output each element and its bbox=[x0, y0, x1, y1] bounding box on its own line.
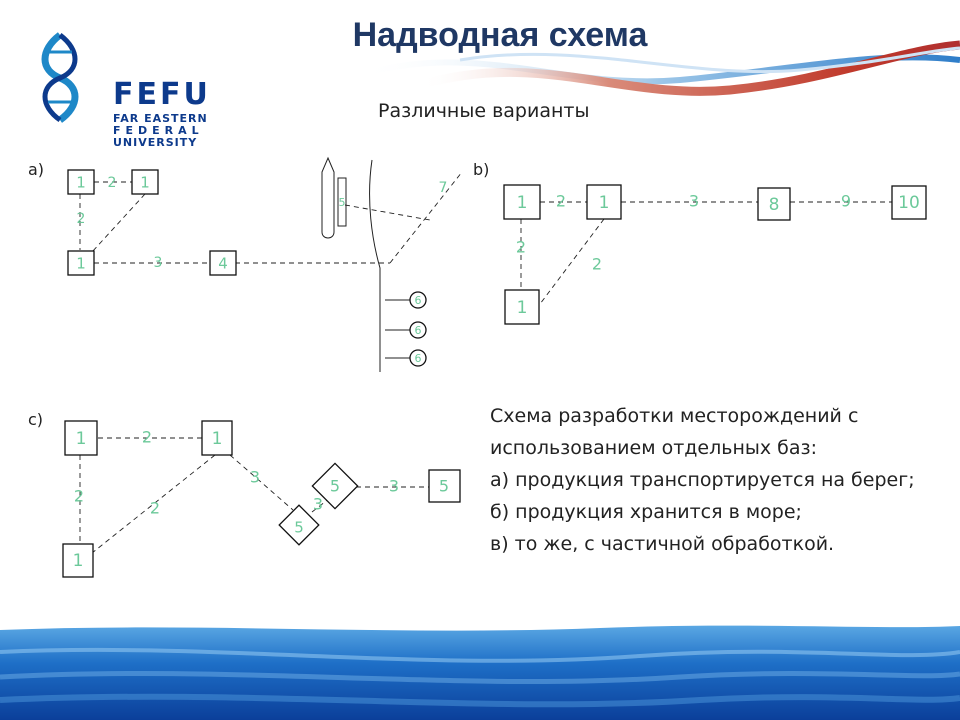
c-processing-2 bbox=[278, 504, 320, 546]
logo-emblem-icon bbox=[41, 32, 79, 123]
a-node-label: 5 bbox=[339, 196, 346, 209]
b-edge-label: 2 bbox=[592, 255, 602, 274]
a-edge-label: 2 bbox=[77, 211, 86, 227]
page-title: Надводная схема bbox=[352, 16, 648, 54]
c-edge-label: 2 bbox=[150, 499, 160, 518]
caption-line: использованием отдельных баз: bbox=[490, 437, 818, 459]
fefu-logo: FEFU FAR EASTERN FEDERAL UNIVERSITY bbox=[30, 30, 208, 149]
c-node-5 bbox=[428, 469, 461, 503]
c-edge-label: 3 bbox=[250, 468, 260, 487]
a-edge-label: 3 bbox=[154, 255, 163, 271]
a-storage-tank-2 bbox=[409, 321, 427, 339]
a-ship-icon bbox=[321, 156, 335, 239]
logo-name: FEFU bbox=[113, 77, 211, 112]
a-platform-3 bbox=[67, 250, 95, 276]
b-platform-1 bbox=[503, 184, 541, 220]
b-edge-label: 2 bbox=[516, 238, 526, 257]
header-wave-decoration bbox=[360, 40, 960, 96]
c-node-label: 1 bbox=[212, 429, 223, 449]
a-platform-1 bbox=[67, 169, 95, 195]
c-node-label: 5 bbox=[439, 477, 449, 496]
b-node-label: 1 bbox=[517, 298, 528, 318]
b-edge-label: 2 bbox=[556, 192, 566, 211]
b-node-label: 1 bbox=[599, 193, 610, 213]
caption-line: а) продукция транспортируется на берег; bbox=[490, 469, 915, 491]
a-node-4 bbox=[209, 250, 237, 276]
logo-line1: FAR EASTERN bbox=[113, 112, 208, 125]
diagram-b: 1 1 8 10 1 2 3 9 2 2 bbox=[503, 184, 927, 325]
a-edge-diagonal bbox=[91, 193, 146, 253]
b-platform-3 bbox=[504, 289, 540, 325]
logo-line3: UNIVERSITY bbox=[113, 136, 198, 149]
b-node-8 bbox=[757, 187, 791, 221]
b-node-label: 10 bbox=[898, 193, 920, 213]
a-node-label: 6 bbox=[415, 324, 422, 337]
a-edge-label: 7 bbox=[439, 180, 448, 196]
c-platform-2 bbox=[201, 420, 233, 456]
a-node-label: 6 bbox=[415, 294, 422, 307]
b-node-label: 1 bbox=[517, 193, 528, 213]
a-node-label: 1 bbox=[76, 255, 86, 273]
a-node-label: 1 bbox=[140, 174, 150, 192]
c-edge-label: 2 bbox=[74, 487, 84, 506]
diagram-c: 1 1 1 5 5 5 2 2 2 3 3 3 bbox=[62, 420, 461, 578]
footer-wave-band bbox=[0, 625, 960, 720]
b-node-label: 8 bbox=[769, 195, 780, 215]
a-edge-label: 2 bbox=[108, 175, 117, 191]
panel-b-label: b) bbox=[473, 160, 490, 179]
a-edge-5-link bbox=[344, 204, 431, 221]
diagram-a: 1 1 1 4 5 6 6 6 2 2 3 7 bbox=[67, 156, 463, 372]
c-edge-label: 3 bbox=[389, 477, 399, 496]
a-platform-2 bbox=[131, 169, 159, 195]
b-platform-2 bbox=[586, 184, 622, 220]
caption-line: б) продукция хранится в море; bbox=[490, 501, 802, 523]
b-node-10 bbox=[891, 185, 927, 220]
caption-line: в) то же, с частичной обработкой. bbox=[490, 533, 835, 555]
c-edge-label: 2 bbox=[142, 428, 152, 447]
a-edge-7 bbox=[389, 171, 463, 264]
page-subtitle: Различные варианты bbox=[378, 100, 590, 122]
a-node-label: 1 bbox=[76, 174, 86, 192]
a-node-label: 4 bbox=[218, 255, 228, 273]
logo-line2: FEDERAL bbox=[113, 124, 204, 137]
c-edge-label: 3 bbox=[313, 495, 323, 514]
c-node-label: 5 bbox=[330, 477, 340, 496]
caption-line: Схема разработки месторождений с bbox=[490, 405, 859, 427]
c-platform-3 bbox=[62, 543, 94, 578]
b-edge-label: 3 bbox=[689, 192, 699, 211]
a-storage-tank-1 bbox=[409, 291, 427, 309]
c-node-label: 1 bbox=[76, 429, 87, 449]
a-storage-tank-3 bbox=[409, 349, 427, 367]
c-platform-1 bbox=[64, 420, 98, 456]
c-node-label: 1 bbox=[73, 551, 84, 571]
panel-a-label: a) bbox=[28, 160, 45, 179]
b-edge-label: 9 bbox=[841, 192, 851, 211]
panel-c-label: c) bbox=[28, 410, 44, 429]
c-node-label: 5 bbox=[294, 519, 304, 537]
a-ship-tank bbox=[337, 177, 347, 227]
a-shoreline bbox=[369, 159, 381, 372]
c-processing-1 bbox=[311, 462, 359, 510]
caption-text: Схема разработки месторождений с использ… bbox=[490, 400, 960, 560]
a-node-label: 6 bbox=[415, 352, 422, 365]
